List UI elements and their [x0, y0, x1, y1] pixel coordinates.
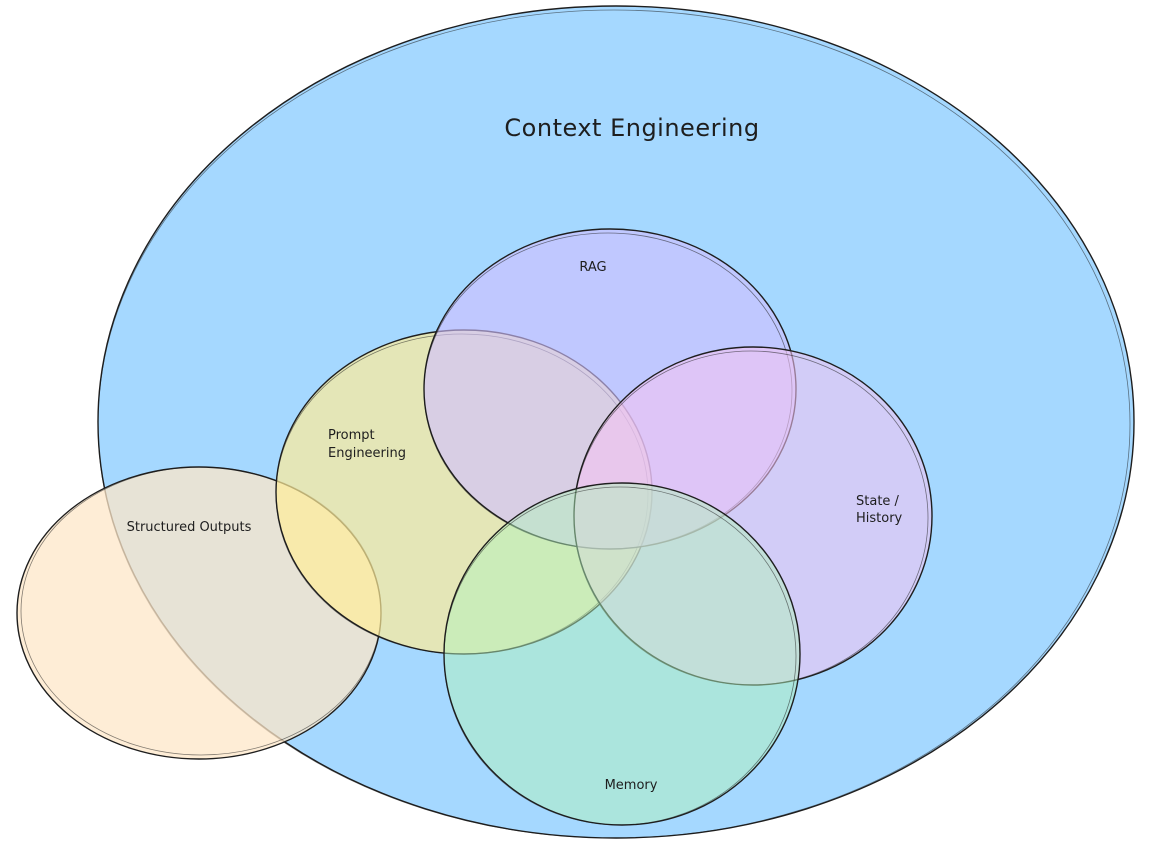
context-engineering-title: Context Engineering	[504, 114, 759, 142]
set-context-engineering-sketch-line	[97, 9, 1131, 839]
rag-label: RAG	[579, 260, 606, 275]
memory-label: Memory	[605, 778, 658, 793]
state-history-label: State /	[856, 494, 900, 509]
set-memory[interactable]: Memory	[443, 482, 801, 826]
prompt-engineering-label: Prompt	[328, 428, 375, 443]
structured-outputs-label: Structured Outputs	[127, 520, 252, 535]
set-memory-sketch-line	[443, 486, 797, 826]
prompt-engineering-label-line-2: Engineering	[328, 446, 406, 461]
state-history-label-line-2: History	[856, 511, 903, 526]
